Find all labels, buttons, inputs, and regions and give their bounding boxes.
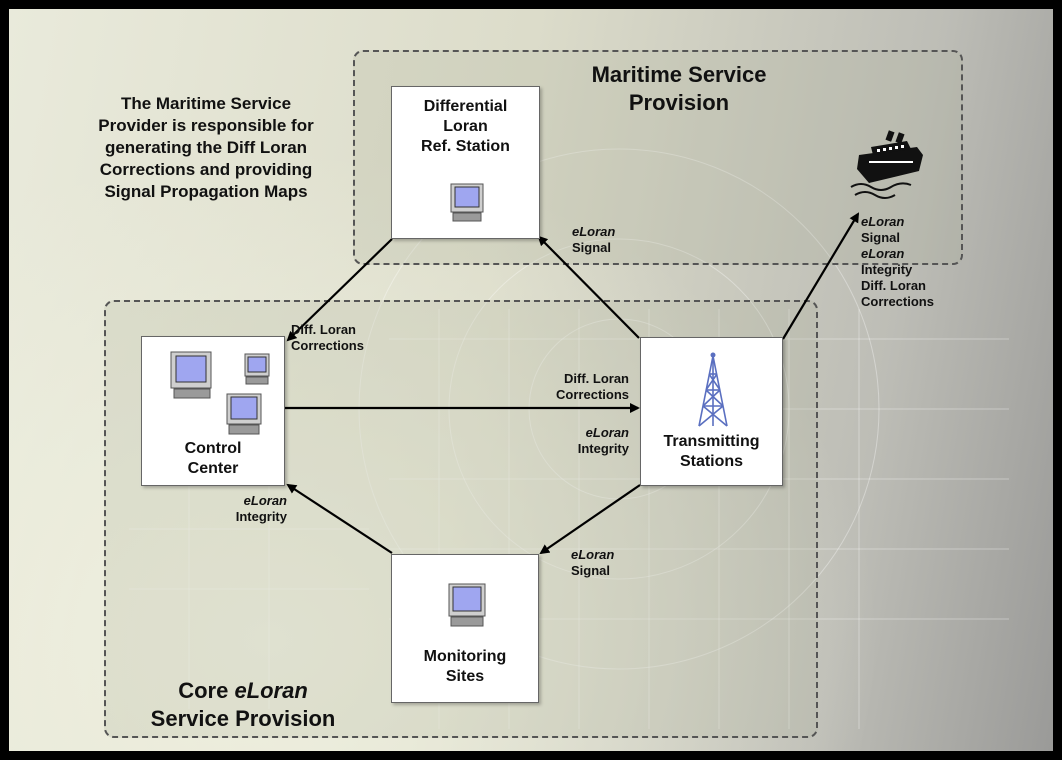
- label-line: Integrity: [577, 441, 629, 456]
- label-line-italic: eLoran: [861, 246, 905, 261]
- label-line: Signal: [861, 230, 901, 245]
- label-line-italic: eLoran: [861, 214, 905, 229]
- transmit-label-line: Transmitting: [663, 433, 760, 450]
- diff-station-label-line: Differential: [423, 98, 508, 115]
- arrow-transmit-to-monitor: [539, 484, 641, 555]
- transmitting-stations-node: Transmitting Stations: [640, 337, 783, 486]
- diff-station-label-line: Ref. Station: [421, 138, 510, 155]
- label-line-italic: eLoran: [572, 224, 616, 239]
- core-title-prefix: Core: [178, 678, 235, 703]
- control-label-line: Center: [187, 460, 239, 477]
- label-line: Integrity: [235, 509, 287, 524]
- eloran-signal-label-top: eLoran Signal: [572, 224, 615, 256]
- differential-loran-station-node: Differential Loran Ref. Station: [391, 86, 540, 239]
- monitor-label-line: Monitoring: [423, 648, 507, 665]
- ship-icon: [850, 130, 923, 199]
- core-title-italic: eLoran: [234, 678, 308, 703]
- maritime-provider-note: The Maritime Service Provider is respons…: [51, 93, 361, 203]
- computer-icon: [450, 183, 484, 222]
- computer-icon: [170, 351, 212, 399]
- maritime-title-line1: Maritime Service: [591, 62, 767, 87]
- eloran-integrity-label-left: eLoran Integrity: [209, 493, 287, 525]
- core-region-title: Core eLoran Service Provision: [113, 677, 373, 733]
- computer-icon: [244, 353, 270, 385]
- note-line: generating the Diff Loran: [104, 138, 308, 157]
- eloran-integrity-label-center: eLoran Integrity: [529, 425, 629, 457]
- computer-icon: [226, 393, 262, 435]
- diff-station-label: Differential Loran Ref. Station: [392, 97, 539, 157]
- computer-icon: [448, 583, 486, 627]
- core-title-line1: Core eLoran: [113, 677, 373, 705]
- label-line: Signal: [571, 563, 611, 578]
- control-center-node: Control Center: [141, 336, 285, 486]
- label-line-italic: eLoran: [243, 493, 287, 508]
- diff-corrections-label-center: Diff. Loran Corrections: [529, 371, 629, 403]
- note-line: Corrections and providing: [99, 160, 313, 179]
- arrow-monitor-to-control: [286, 483, 393, 554]
- maritime-title-line2: Provision: [628, 90, 730, 115]
- arrow-transmit-to-ship: [782, 212, 860, 340]
- note-line: The Maritime Service: [120, 94, 292, 113]
- note-line: Provider is responsible for: [98, 116, 314, 135]
- label-line-italic: eLoran: [585, 425, 629, 440]
- diff-corrections-label-left: Diff. Loran Corrections: [291, 322, 364, 354]
- eloran-signal-label-bottom: eLoran Signal: [571, 547, 614, 579]
- monitoring-sites-node: Monitoring Sites: [391, 554, 539, 703]
- arrow-diff-to-control: [286, 238, 393, 342]
- transmit-label-line: Stations: [679, 453, 744, 470]
- monitoring-sites-label: Monitoring Sites: [392, 647, 538, 687]
- label-line: Signal: [572, 240, 612, 255]
- label-line: Corrections: [861, 294, 934, 309]
- label-line-italic: eLoran: [571, 547, 615, 562]
- transmitting-stations-label: Transmitting Stations: [641, 432, 782, 472]
- label-line: Integrity: [861, 262, 913, 277]
- ship-signal-labels: eLoran Signal eLoran Integrity Diff. Lor…: [861, 214, 934, 310]
- note-line: Signal Propagation Maps: [104, 182, 308, 201]
- connector-arrows: [285, 212, 860, 555]
- maritime-region-title: Maritime Service Provision: [529, 61, 829, 117]
- control-label-line: Control: [184, 440, 242, 457]
- label-line: Diff. Loran: [564, 371, 629, 386]
- diff-station-label-line: Loran: [443, 118, 488, 135]
- label-line: Diff. Loran: [291, 322, 356, 337]
- label-line: Corrections: [556, 387, 629, 402]
- arrow-transmit-to-diff: [537, 235, 640, 339]
- core-title-line2: Service Provision: [150, 706, 336, 731]
- label-line: Diff. Loran: [861, 278, 926, 293]
- monitor-label-line: Sites: [445, 668, 485, 685]
- label-line: Corrections: [291, 338, 364, 353]
- radio-tower-icon: [698, 352, 728, 427]
- control-center-label: Control Center: [142, 439, 284, 479]
